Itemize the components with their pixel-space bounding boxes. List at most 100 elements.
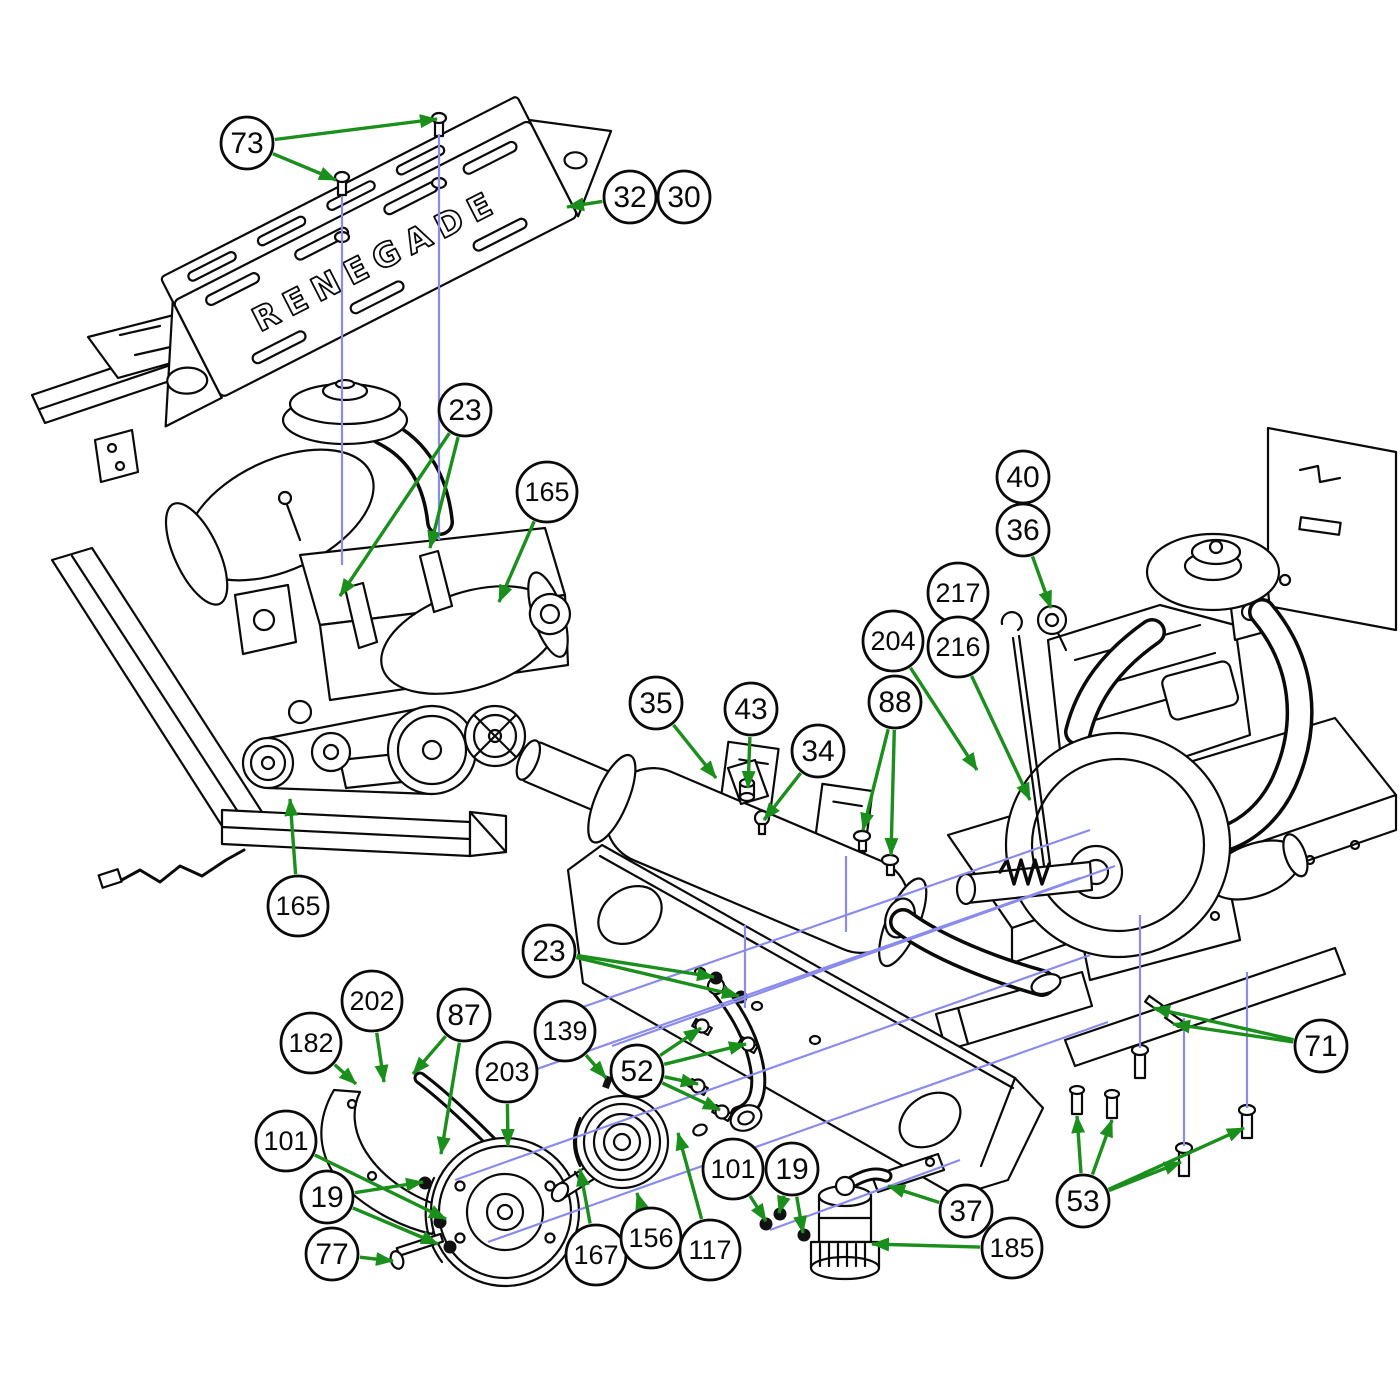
callout-202-16: 202 [340,969,404,1033]
leader-line-52 [659,1026,702,1057]
callout-19-23: 19 [299,1169,355,1225]
leader-line-204 [909,666,979,771]
callout-number: 32 [613,181,646,214]
leader-line-156 [635,1192,649,1212]
leader-line-88 [884,729,899,856]
leader-line-73 [274,114,438,142]
callout-number: 101 [263,1126,308,1156]
callout-167-25: 167 [564,1223,628,1287]
leader-line-53 [1107,1126,1245,1191]
callout-number: 216 [935,632,980,662]
callout-number: 165 [275,891,320,921]
callout-number: 71 [1304,1030,1337,1063]
callout-37-30: 37 [938,1183,994,1239]
leader-line-37 [887,1184,940,1205]
leader-line-23 [338,432,451,597]
callout-77-24: 77 [304,1226,360,1282]
leader-line-77 [359,1252,394,1267]
callout-23-3: 23 [437,382,493,438]
callout-number: 202 [349,986,394,1016]
leader-line-73 [272,152,337,182]
callout-number: 37 [949,1195,982,1228]
leader-line-88 [860,728,890,831]
callout-185-31: 185 [980,1216,1044,1280]
blower-housing [1004,731,1232,959]
hydro-pump [809,1152,946,1281]
leader-line-117 [675,1132,704,1220]
callout-30-2: 30 [656,169,712,225]
callout-number: 203 [484,1057,529,1087]
callout-182-18: 182 [279,1011,343,1075]
callout-156-26: 156 [619,1206,683,1270]
leader-line-19 [352,1206,439,1246]
callout-number: 182 [288,1028,333,1058]
callout-217-7: 217 [926,561,990,625]
leader-line-216 [970,675,1032,801]
leader-line-182 [333,1063,358,1086]
leader-line-53 [1108,1160,1182,1193]
leader-line-23 [575,955,740,999]
electric-clutch [424,1136,581,1288]
leader-line-23 [576,953,715,982]
leader-line-19 [354,1177,424,1195]
callout-40-5: 40 [995,449,1051,505]
callout-number: 19 [775,1153,808,1186]
renegade-cover: RENEGADE [160,96,613,428]
leader-line-52 [664,1073,699,1088]
callout-number: 77 [315,1238,348,1271]
callout-number: 167 [573,1240,618,1270]
callout-number: 40 [1006,461,1039,494]
callout-number: 217 [935,578,980,608]
callout-101-28: 101 [701,1137,765,1201]
leader-line-165 [497,520,536,603]
leader-line-87 [436,1042,462,1155]
leader-line-53 [1090,1119,1114,1176]
leader-line-32 [566,197,603,212]
callout-23-15: 23 [521,923,577,979]
callout-number: 19 [310,1181,343,1214]
callout-number: 101 [710,1154,755,1184]
leader-line-185 [871,1237,981,1252]
callout-53-32: 53 [1055,1173,1111,1229]
callout-165-4: 165 [515,460,579,524]
callout-number: 36 [1006,514,1039,547]
left-engine-muffler [380,571,571,695]
callout-88-10: 88 [867,674,923,730]
assembly-reference-lines [340,134,1249,1244]
callout-number: 88 [878,686,911,719]
callout-43-12: 43 [723,681,779,737]
cover-screws [333,111,448,197]
callout-117-27: 117 [678,1218,742,1282]
left-engine [164,378,571,796]
callout-71-33: 71 [1293,1018,1349,1074]
washer-117 [692,1104,763,1137]
callout-87-17: 87 [436,987,492,1043]
leader-line-165 [284,798,299,875]
leader-line-52 [663,1041,747,1066]
leader-line-34 [762,772,803,822]
callout-number: 73 [230,127,263,160]
wiring-harness [97,848,246,889]
loose-screws [852,829,900,877]
callout-number: 53 [1066,1185,1099,1218]
leader-line-139 [584,1053,608,1080]
callout-101-22: 101 [254,1109,318,1173]
leader-line-36 [1030,555,1053,609]
leader-line-203 [500,1103,515,1147]
right-engine [955,532,1314,959]
callout-number: 23 [448,394,481,427]
heat-shield-plate [566,843,1045,1198]
leader-line-87 [411,1035,447,1076]
leader-line-101 [748,1195,768,1222]
callout-number: 52 [620,1055,653,1088]
callout-number: 43 [734,693,767,726]
callout-204-9: 204 [861,609,925,673]
leader-line-167 [576,1168,592,1224]
callout-number: 156 [628,1223,673,1253]
callout-139-19: 139 [533,999,597,1063]
clutch-spring [998,858,1051,886]
callout-203-20: 203 [475,1040,539,1104]
